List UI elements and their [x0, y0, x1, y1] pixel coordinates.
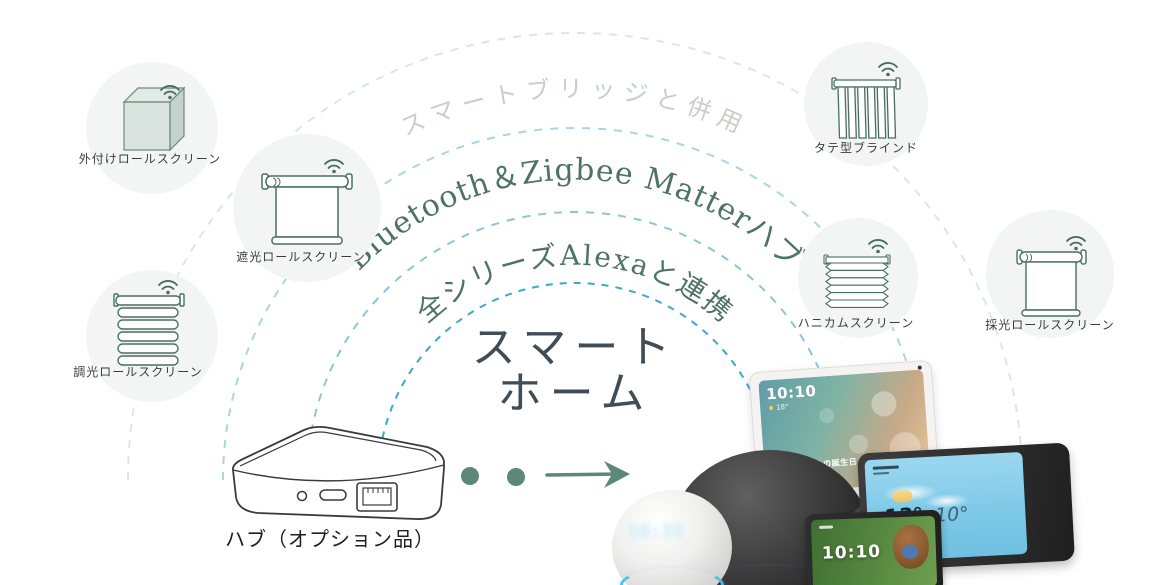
- connection-flow: [461, 461, 630, 488]
- product-circle-bg: [804, 42, 928, 166]
- camera-icon: [917, 365, 922, 370]
- dimming-roll-screen-icon: [113, 293, 185, 366]
- product-label: 遮光ロールスクリーン: [236, 249, 365, 264]
- echo-light-ring: [620, 568, 724, 585]
- weather-mini-text: [819, 525, 834, 529]
- weather-location-text: [872, 465, 899, 470]
- center-title-line1: スマート: [472, 322, 679, 373]
- outer-ring-label: スマートブリッジと併用: [396, 75, 753, 142]
- flow-arrow-head: [604, 461, 630, 488]
- product-blackout-roll-screen: 遮光ロールスクリーン: [233, 134, 381, 282]
- echo-show-10-clock: 10:10: [765, 381, 817, 404]
- sun-icon: [892, 489, 913, 503]
- product-label: 外付けロールスクリーン: [79, 152, 221, 166]
- echo-show-5: 10:10: [804, 509, 944, 585]
- flow-dot: [507, 468, 525, 486]
- echo-dot-clock-display: 10:35: [628, 522, 685, 542]
- weather-subtext: [873, 471, 890, 475]
- hub-ethernet-pins: [367, 488, 389, 493]
- echo-dot-with-clock: 10:35: [612, 490, 732, 585]
- product-label: タテ型ブラインド: [814, 140, 918, 155]
- daylight-roll-screen-icon: [1016, 249, 1087, 317]
- product-label: 調光ロールスクリーン: [73, 365, 202, 379]
- product-exterior-roll-screen: 外付けロールスクリーン: [79, 62, 221, 194]
- flow-arrow-shaft: [545, 472, 622, 477]
- hub-label: ハブ（オプション品）: [225, 527, 435, 551]
- exterior-roll-screen-icon: [122, 86, 186, 152]
- center-title-line2: ホーム: [498, 368, 653, 419]
- product-label: ハニカムスクリーン: [798, 316, 914, 330]
- hub-reset-hole: [296, 490, 308, 502]
- product-dimming-roll-screen: 調光ロールスクリーン: [73, 270, 218, 402]
- flow-dot: [461, 467, 479, 485]
- product-vertical-blind: タテ型ブラインド: [804, 42, 928, 166]
- dog-photo: [892, 524, 930, 570]
- product-label: 採光ロールスクリーン: [985, 318, 1114, 332]
- hub-ethernet-inner: [362, 487, 392, 506]
- hub-front-edge: [232, 464, 445, 482]
- center-title: スマート ホーム: [472, 322, 679, 419]
- echo-show-10-temp: 18°: [769, 403, 789, 412]
- echo-show-5-clock: 10:10: [821, 541, 882, 564]
- hub-illustration: [232, 425, 445, 520]
- vertical-blind-icon: [831, 77, 901, 139]
- hub-usb-port: [319, 489, 347, 501]
- echo-show-5-screen: 10:10: [810, 515, 938, 585]
- honeycomb-screen-icon: [823, 254, 891, 308]
- blackout-roll-screen-icon: [261, 173, 353, 245]
- arc-second: [306, 211, 844, 481]
- hub-top-rim: [239, 431, 437, 467]
- product-daylight-roll-screen: 採光ロールスクリーン: [985, 210, 1114, 338]
- product-honeycomb-screen: ハニカムスクリーン: [798, 218, 918, 338]
- hub-ethernet-port: [356, 482, 398, 512]
